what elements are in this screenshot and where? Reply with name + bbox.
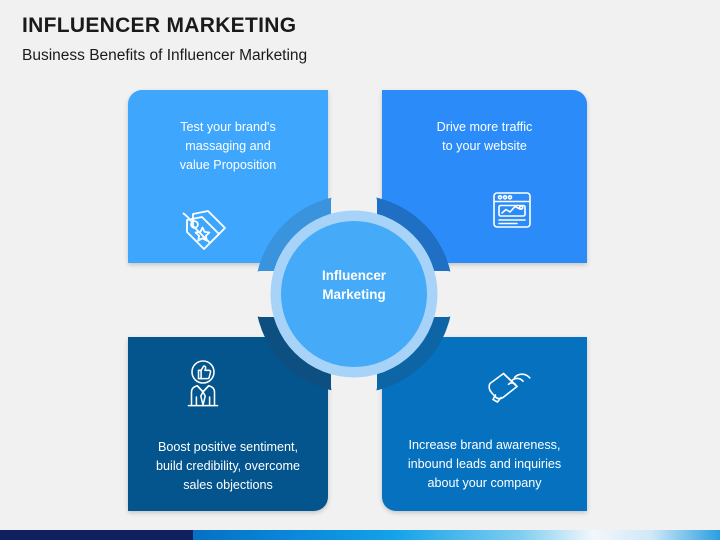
- benefit-card-top-left-text: Test your brand's massaging and value Pr…: [179, 120, 277, 173]
- megaphone-icon: [484, 359, 532, 410]
- price-tag-star-icon: [175, 205, 229, 260]
- person-thumbs-up-icon: [182, 359, 224, 412]
- center-hub-ring: [254, 194, 454, 394]
- benefit-card-top-right-text: Drive more traffic to your website: [436, 120, 533, 154]
- center-hub: Influencer Marketing: [254, 194, 454, 394]
- benefit-card-top-left[interactable]: Test your brand's massaging and value Pr…: [128, 90, 328, 263]
- bottom-accent-bar: [0, 530, 720, 540]
- benefit-card-bottom-left-text: Boost positive sentiment, build credibil…: [156, 440, 300, 493]
- browser-analytics-icon: [491, 190, 533, 235]
- bottom-bar-gradient-segment: [193, 530, 720, 540]
- page-subtitle: Business Benefits of Influencer Marketin…: [22, 47, 308, 65]
- bottom-bar-navy-segment: [0, 530, 193, 540]
- benefit-card-bottom-right-text: Increase brand awareness, inbound leads …: [407, 438, 562, 491]
- slide-header: INFLUENCER MARKETING Business Benefits o…: [22, 14, 307, 64]
- page-title: INFLUENCER MARKETING: [22, 14, 297, 37]
